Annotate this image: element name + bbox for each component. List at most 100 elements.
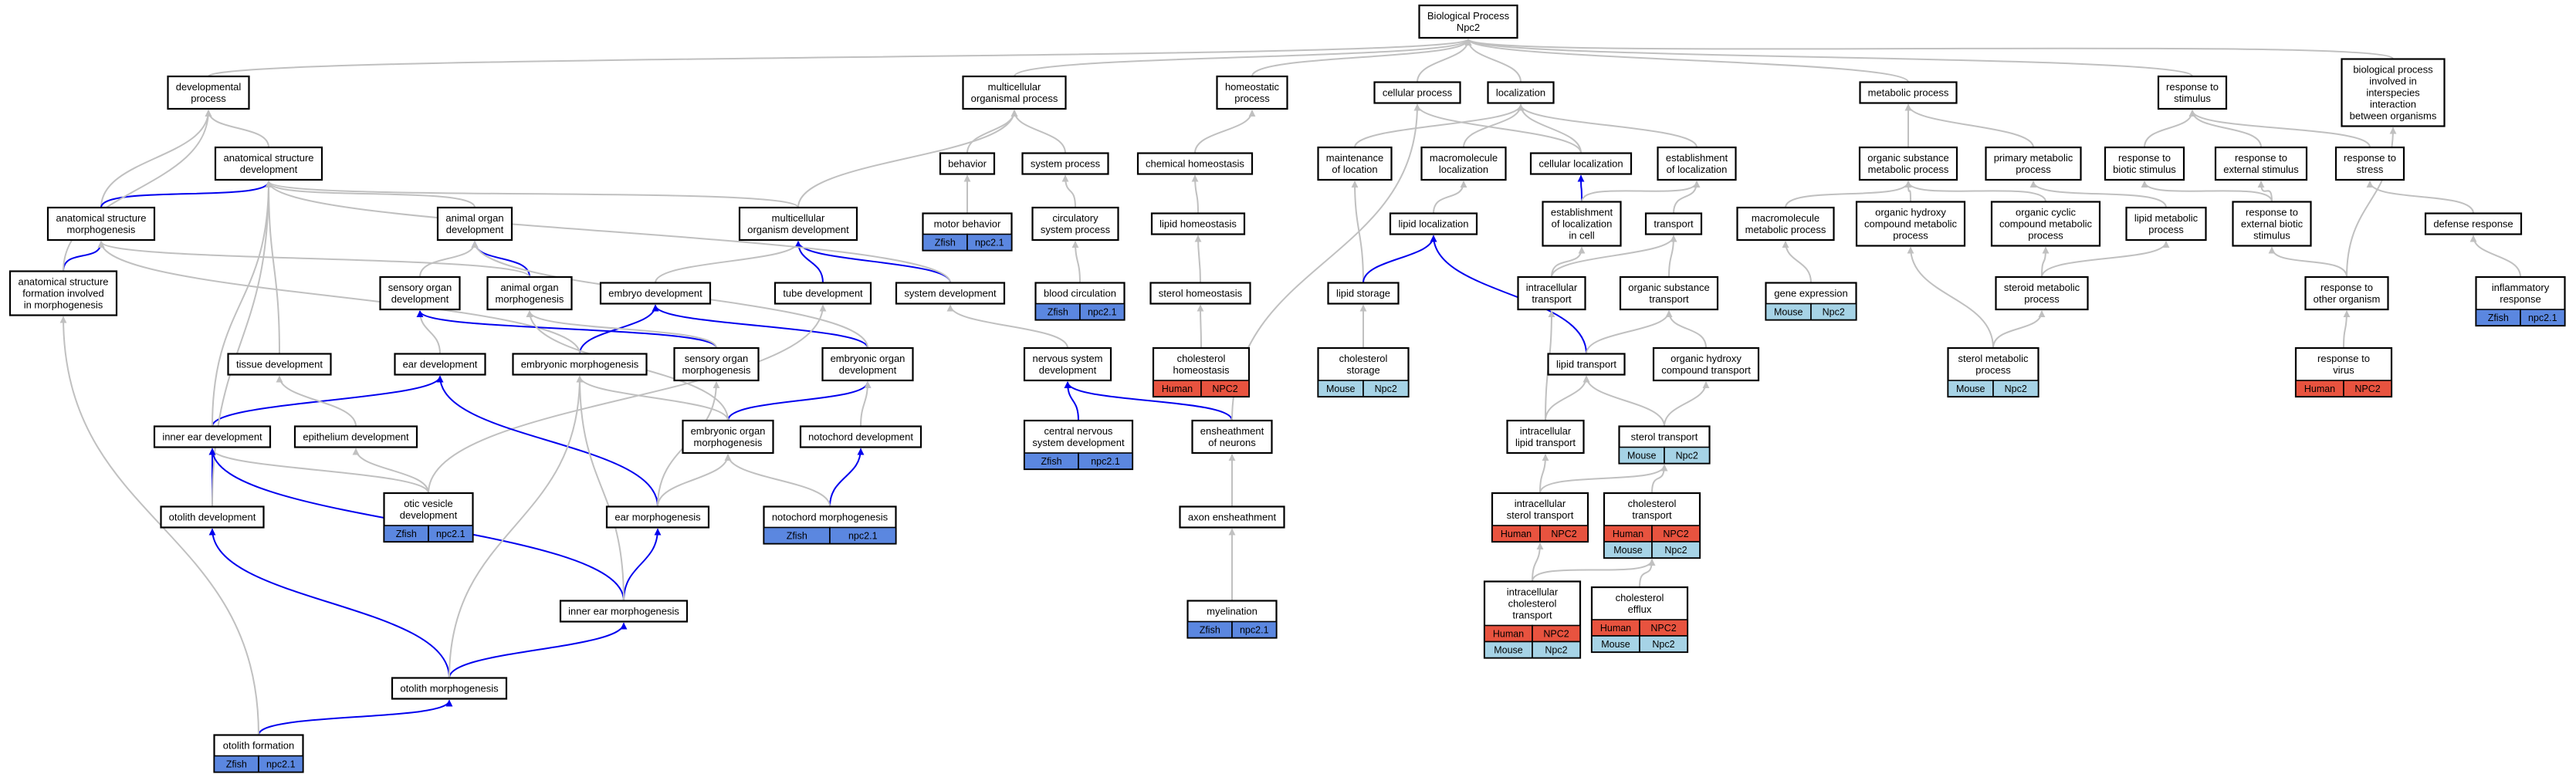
go-term-node-epidev: epithelium development xyxy=(293,425,418,448)
gene-cell: npc2.1 xyxy=(975,238,1004,248)
gene-cell: npc2.1 xyxy=(848,531,878,542)
node-label-line: lipid transport xyxy=(1556,359,1616,370)
edge-steroltrans-to-lipidtrans xyxy=(1582,375,1665,427)
gene-cell-bg xyxy=(1539,525,1589,542)
node-label-line: biological process xyxy=(2353,64,2433,76)
node-label-line: process xyxy=(2016,164,2051,175)
edge-notodev-to-emborgdev xyxy=(860,381,872,427)
gene-cell-bg xyxy=(1664,446,1711,465)
node-label-line: embryonic organ xyxy=(691,425,766,437)
gene-cell: Npc2 xyxy=(2005,384,2027,394)
node-box xyxy=(1657,146,1737,181)
node-label-line: nervous system xyxy=(1032,353,1102,364)
node-label-line: process xyxy=(191,93,226,104)
gene-cell-bg xyxy=(2343,380,2392,397)
species-cell: Mouse xyxy=(1601,639,1630,650)
go-term-node-lipidhomeo: lipid homeostasis xyxy=(1150,212,1246,235)
edge-chemhomeo-to-homeo xyxy=(1194,110,1256,154)
node-label-line: response to xyxy=(2235,152,2287,164)
node-label-line: defense response xyxy=(2433,218,2513,230)
edge-otolithmorph-to-embmorph xyxy=(449,375,584,678)
node-label-line: intracellular xyxy=(1526,282,1578,293)
edge-emborgmorph-to-emborgdev xyxy=(727,381,872,421)
edge-choltrans-to-steroltrans xyxy=(1651,464,1668,494)
node-label: cellular localization xyxy=(1538,158,1623,170)
gene-cell-bg xyxy=(1079,303,1126,321)
node-box xyxy=(379,275,461,311)
edge-metab-to-root xyxy=(1464,39,1909,83)
go-term-node-embmorph: embryonic morphogenesis xyxy=(512,353,648,376)
node-label: chemical homeostasis xyxy=(1146,158,1244,170)
node-label-line: Npc2 xyxy=(1457,22,1480,33)
node-label-line: sensory organ xyxy=(685,353,748,364)
edge-anatdev-to-devproc xyxy=(205,110,269,148)
species-cell: Zfish xyxy=(1200,625,1220,636)
go-term-node-axonens: axon ensheathment xyxy=(1179,505,1285,529)
node-label-line: establishment xyxy=(1551,207,1613,218)
gene-cell-bg xyxy=(2520,309,2566,326)
node-label: tissue development xyxy=(236,359,323,370)
node-label: tube development xyxy=(783,288,863,299)
node-label-line: process xyxy=(2024,293,2060,305)
node-label-line: cholesterol xyxy=(1628,498,1677,509)
node-label-line: between organisms xyxy=(2350,110,2437,122)
species-cell: Zfish xyxy=(935,238,956,248)
edge-oticves-to-innerdev xyxy=(208,448,429,494)
gene-cell-bg xyxy=(1078,452,1133,470)
node-label-line: metabolic process xyxy=(1745,224,1826,235)
go-term-node-tubedev: tube development xyxy=(773,282,872,305)
node-box xyxy=(1420,146,1507,181)
node-label-line: cellular localization xyxy=(1538,158,1623,170)
edge-stermet-to-sterolmet xyxy=(1992,310,2046,349)
node-label-line: notochord development xyxy=(808,431,913,443)
gene-cell: NPC2 xyxy=(1543,629,1569,640)
edge-notomorph-to-notodev xyxy=(829,448,865,507)
go-term-node-innerdev: inner ear development xyxy=(153,425,272,448)
go-term-node-cellloc: cellular localization xyxy=(1529,152,1633,175)
edge-emborgdev-to-embdev xyxy=(652,304,868,349)
edge-intrachol-to-intrasterol xyxy=(1532,542,1544,582)
node-box xyxy=(1327,282,1400,305)
node-label-line: in cell xyxy=(1569,230,1594,242)
node-label-line: of localization xyxy=(1552,218,1613,230)
node-label-line: cholesterol xyxy=(1616,592,1664,603)
node-box xyxy=(895,282,1006,305)
gene-cell: Npc2 xyxy=(1375,384,1397,394)
node-box xyxy=(2304,275,2389,311)
node-box xyxy=(939,152,996,175)
gene-cell: NPC2 xyxy=(2354,384,2380,394)
node-label: lipid localization xyxy=(1398,218,1468,230)
node-label-line: process xyxy=(1975,364,2011,376)
node-label-line: otolith development xyxy=(169,512,256,523)
node-box xyxy=(486,275,573,311)
node-label-line: inner ear development xyxy=(162,431,262,443)
node-label-line: macromolecule xyxy=(1752,212,1819,224)
node-box xyxy=(167,75,250,110)
node-label-line: process xyxy=(1893,230,1928,242)
node-label-line: transport xyxy=(1532,293,1572,305)
species-cell: Human xyxy=(1493,629,1524,640)
edge-notomorph-to-emborgmorph xyxy=(724,454,831,507)
